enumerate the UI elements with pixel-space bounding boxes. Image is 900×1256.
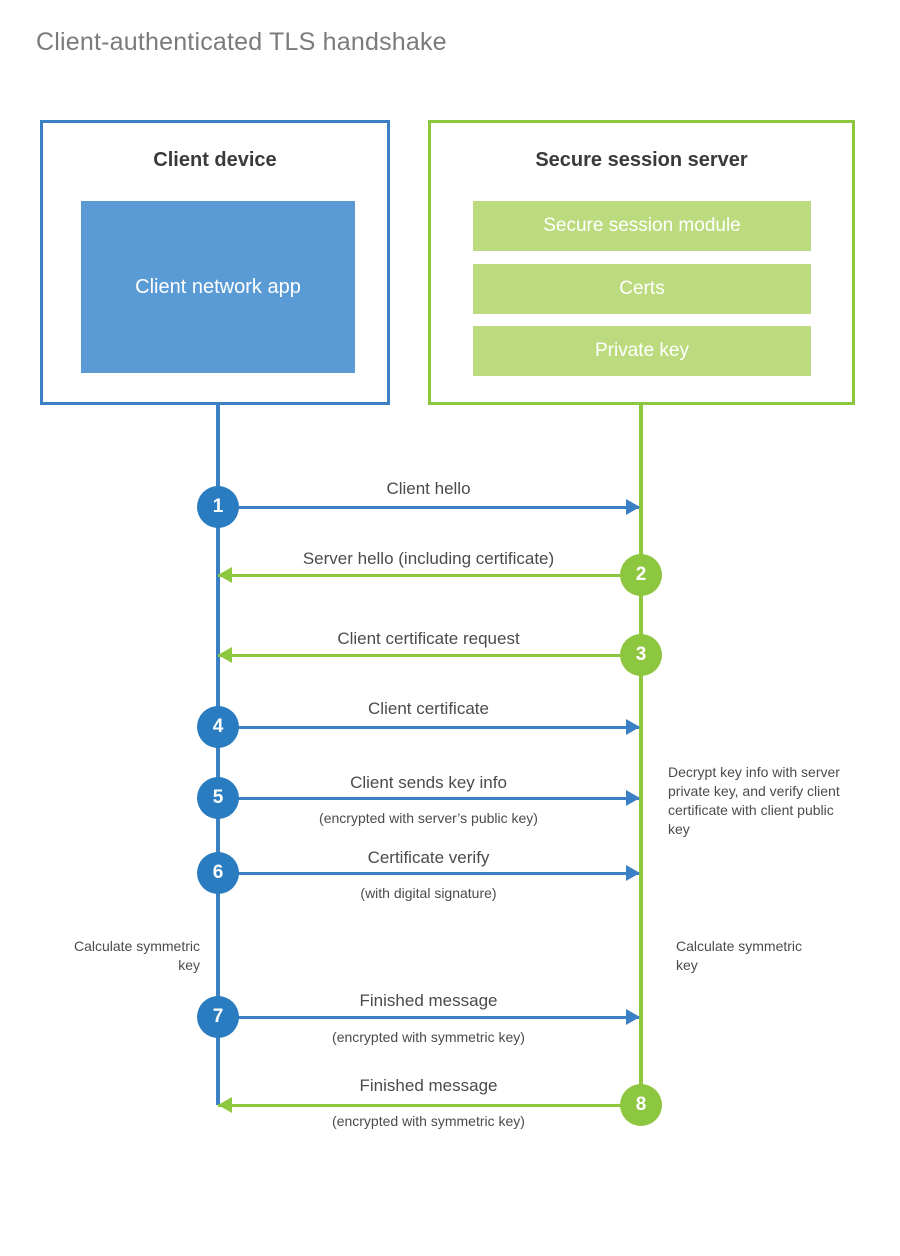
- client-note-calculate-symmetric-key: Calculate symmetric key: [73, 938, 200, 973]
- arrow-head-5: [626, 790, 640, 806]
- message-line-7: [218, 1016, 639, 1019]
- message-sublabel-7: (encrypted with symmetric key): [332, 1029, 525, 1045]
- step-circle-2: 2: [620, 554, 662, 596]
- page-title: Client-authenticated TLS handshake: [36, 28, 447, 56]
- server-component-secure-session-module: Secure session module: [473, 201, 811, 251]
- step-circle-5: 5: [197, 777, 239, 819]
- message-label-8: Finished message: [359, 1076, 498, 1095]
- server-component-certs: Certs: [473, 264, 811, 314]
- step-circle-3: 3: [620, 634, 662, 676]
- message-sublabel-6: (with digital signature): [360, 885, 497, 901]
- message-line-6: [218, 872, 639, 875]
- message-line-5: [218, 797, 639, 800]
- arrow-head-8: [218, 1097, 232, 1113]
- secure-session-server-box: Secure session server Secure session mod…: [428, 120, 855, 405]
- message-line-8: [218, 1104, 639, 1107]
- arrow-head-6: [626, 865, 640, 881]
- message-line-2: [218, 574, 639, 577]
- message-line-3: [218, 654, 639, 657]
- step-circle-7: 7: [197, 996, 239, 1038]
- arrow-head-3: [218, 647, 232, 663]
- server-component-private-key: Private key: [473, 326, 811, 376]
- message-line-1: [218, 506, 639, 509]
- step-circle-6: 6: [197, 852, 239, 894]
- arrow-head-4: [626, 719, 640, 735]
- message-label-7: Finished message: [359, 991, 498, 1010]
- message-label-3: Client certificate request: [337, 629, 520, 648]
- client-device-title: Client device: [153, 149, 277, 171]
- message-label-2: Server hello (including certificate): [302, 549, 555, 568]
- step-circle-1: 1: [197, 486, 239, 528]
- client-device-box: Client device Client network app: [40, 120, 390, 405]
- message-label-6: Certificate verify: [367, 848, 490, 867]
- arrow-head-2: [218, 567, 232, 583]
- message-sublabel-5: (encrypted with server’s public key): [319, 810, 538, 826]
- arrow-head-1: [626, 499, 640, 515]
- message-label-4: Client certificate: [368, 699, 489, 718]
- server-note-calculate-symmetric-key: Calculate symmetric key: [676, 938, 803, 973]
- server-lifeline: [639, 405, 643, 1105]
- message-line-4: [218, 726, 639, 729]
- message-label-1: Client hello: [386, 479, 471, 498]
- step-circle-4: 4: [197, 706, 239, 748]
- client-network-app-block: Client network app: [81, 201, 355, 373]
- client-lifeline: [216, 405, 220, 1105]
- message-sublabel-8: (encrypted with symmetric key): [332, 1113, 525, 1129]
- message-label-5: Client sends key info: [350, 773, 507, 792]
- step-circle-8: 8: [620, 1084, 662, 1126]
- secure-session-server-title: Secure session server: [535, 149, 748, 171]
- server-note-decrypt-key-info: Decrypt key info with server private key…: [668, 764, 840, 837]
- arrow-head-7: [626, 1009, 640, 1025]
